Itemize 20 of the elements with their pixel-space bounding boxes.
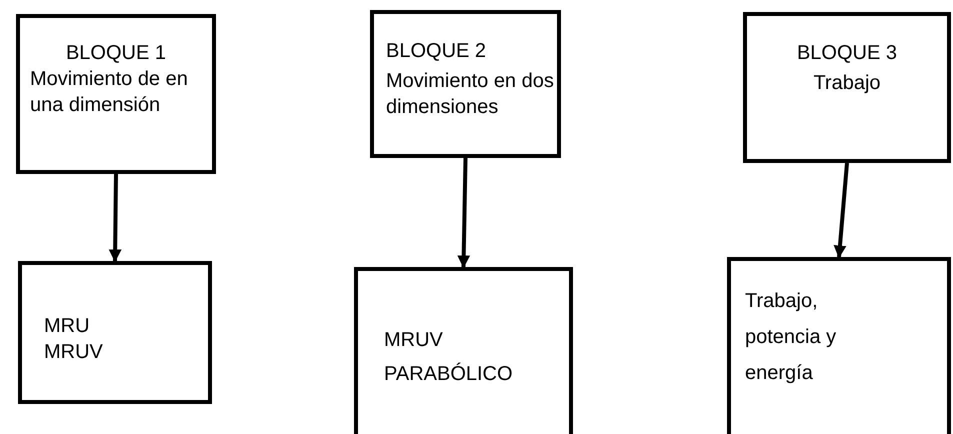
box-text: Movimiento de en una dimensión bbox=[30, 67, 189, 118]
box-text: Trabajo bbox=[812, 71, 882, 96]
box-text: PARABÓLICO bbox=[384, 362, 514, 387]
text-box bbox=[18, 261, 212, 404]
text-box bbox=[727, 257, 951, 434]
text-box bbox=[370, 10, 561, 158]
arrow bbox=[108, 174, 122, 262]
text-box bbox=[743, 12, 951, 163]
box-text: MRU bbox=[44, 314, 91, 339]
text-box bbox=[16, 14, 216, 174]
box-text: Trabajo, potencia y energía bbox=[745, 289, 838, 386]
arrow bbox=[457, 158, 470, 268]
box-text: BLOQUE 2 bbox=[386, 39, 488, 64]
box-text: Movimiento en dos dimensiones bbox=[386, 69, 555, 120]
text-box bbox=[354, 267, 573, 434]
arrow bbox=[834, 162, 849, 258]
box-text: BLOQUE 3 bbox=[796, 41, 898, 66]
box-text: BLOQUE 1 bbox=[64, 41, 168, 66]
box-text: MRUV bbox=[384, 328, 444, 353]
box-text: MRUV bbox=[44, 340, 104, 365]
